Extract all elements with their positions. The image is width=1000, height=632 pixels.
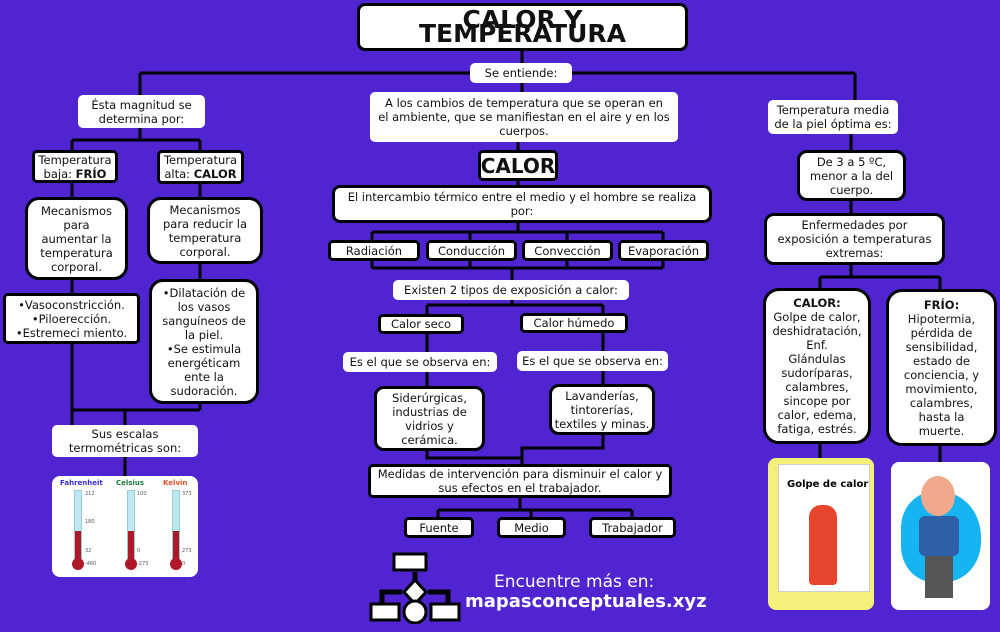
heat-stroke-caption: Golpe de calor [787, 479, 869, 490]
box-radiacion: Radiación [328, 240, 420, 261]
box-evaporacion: Evaporación [618, 240, 709, 261]
kelvin-label: Kelvin [163, 479, 188, 487]
footer-link[interactable]: mapasconceptuales.xyz [465, 591, 707, 612]
box-medidas: Medidas de intervención para disminuir e… [368, 464, 672, 498]
tick-minus-460: -460 [85, 561, 97, 567]
high-temp-bold: CALOR [193, 167, 237, 181]
label-escalas: Sus escalas termométricas son: [52, 425, 198, 457]
thermometer-scales-image: Fahrenheit Celsius Kelvin 212 180 32 -46… [52, 476, 198, 577]
box-lavanderias: Lavanderías, tintorerías, textiles y min… [549, 384, 655, 435]
tick-373: 373 [182, 491, 192, 497]
fahrenheit-mercury [75, 531, 81, 561]
low-temp-prefix: Temperatura baja: [38, 152, 112, 181]
celsius-bulb [125, 558, 137, 570]
box-temperatura-baja: Temperatura baja: FRÍO [32, 150, 118, 183]
cold-person-image [891, 462, 990, 610]
tick-180: 180 [85, 519, 95, 525]
box-3-a-5: De 3 a 5 ºC, menor a la del cuerpo. [797, 150, 906, 201]
page-title: CALOR Y TEMPERATURA [357, 3, 688, 51]
tick-minus-273: -273 [137, 561, 149, 567]
tick-273: 273 [182, 548, 192, 554]
box-mecanismos-reducir: Mecanismos para reducir la temperatura c… [147, 197, 263, 264]
kelvin-bulb [170, 558, 182, 570]
tick-0c: 0 [137, 548, 141, 554]
box-mecanismos-aumentar: Mecanismos para aumentar la temperatura … [25, 197, 128, 280]
box-frio-enfermedades: FRÍO:Hipotermia, pérdida de sensibilidad… [886, 289, 997, 446]
box-conveccion: Convección [522, 240, 613, 261]
label-definition: A los cambios de temperatura que se oper… [370, 92, 678, 142]
box-intercambio: El intercambio térmico entre el medio y … [332, 185, 712, 223]
heat-title: CALOR: [793, 296, 841, 310]
footer-line1: Encuentre más en: [494, 572, 655, 592]
heat-stroke-image: Golpe de calor [768, 458, 874, 610]
box-calor-humedo: Calor húmedo [520, 313, 628, 333]
celsius-label: Celsius [116, 479, 144, 487]
tick-100: 100 [137, 491, 147, 497]
box-trabajador: Trabajador [589, 517, 676, 538]
label-se-entiende: Se entiende: [470, 63, 572, 83]
person-jacket [919, 516, 959, 556]
shivering-person-icon [921, 476, 955, 516]
box-fuente: Fuente [404, 517, 474, 538]
high-temp-prefix: Temperatura alta: [163, 153, 238, 181]
celsius-mercury [128, 531, 134, 561]
cold-title: FRÍO: [923, 297, 960, 312]
label-observa-humedo: Es el que se observa en: [517, 351, 668, 371]
tick-212: 212 [85, 491, 95, 497]
box-siderurgicas: Siderúrgicas, industrias de vidrios y ce… [374, 386, 485, 451]
box-enfermedades: Enfermedades por exposición a temperatur… [764, 213, 945, 265]
low-temp-bold: FRÍO [75, 166, 107, 181]
heat-text: Golpe de calor, deshidratación, Enf. Glá… [772, 310, 862, 436]
label-magnitud: Ésta magnitud se determina por: [78, 95, 205, 128]
box-medio: Medio [497, 517, 566, 538]
box-calor: CALOR [478, 150, 558, 181]
box-reduce-list: •Dilatación de los vasos sanguíneos de l… [149, 279, 259, 404]
person-legs [925, 556, 953, 598]
box-increase-list: •Vasoconstricción. •Piloerección. •Estre… [3, 293, 140, 344]
kelvin-mercury [173, 531, 179, 561]
tick-0k: 0 [182, 561, 186, 567]
fahrenheit-label: Fahrenheit [60, 479, 103, 487]
box-calor-seco: Calor seco [378, 314, 464, 334]
cold-text: Hipotermia, pérdida de sensibilidad, est… [903, 311, 980, 438]
box-calor-enfermedades: CALOR:Golpe de calor, deshidratación, En… [763, 288, 871, 444]
label-piel: Temperatura media de la piel óptima es: [768, 100, 898, 134]
tick-32: 32 [85, 548, 92, 554]
fahrenheit-bulb [72, 558, 84, 570]
concept-map-logo-icon [369, 552, 461, 624]
label-exposicion: Existen 2 tipos de exposición a calor: [393, 280, 629, 300]
box-conduccion: Conducción [426, 240, 517, 261]
box-temperatura-alta: Temperatura alta: CALOR [157, 150, 244, 184]
label-observa-seco: Es el que se observa en: [343, 352, 497, 372]
overheated-person-icon [809, 505, 837, 585]
